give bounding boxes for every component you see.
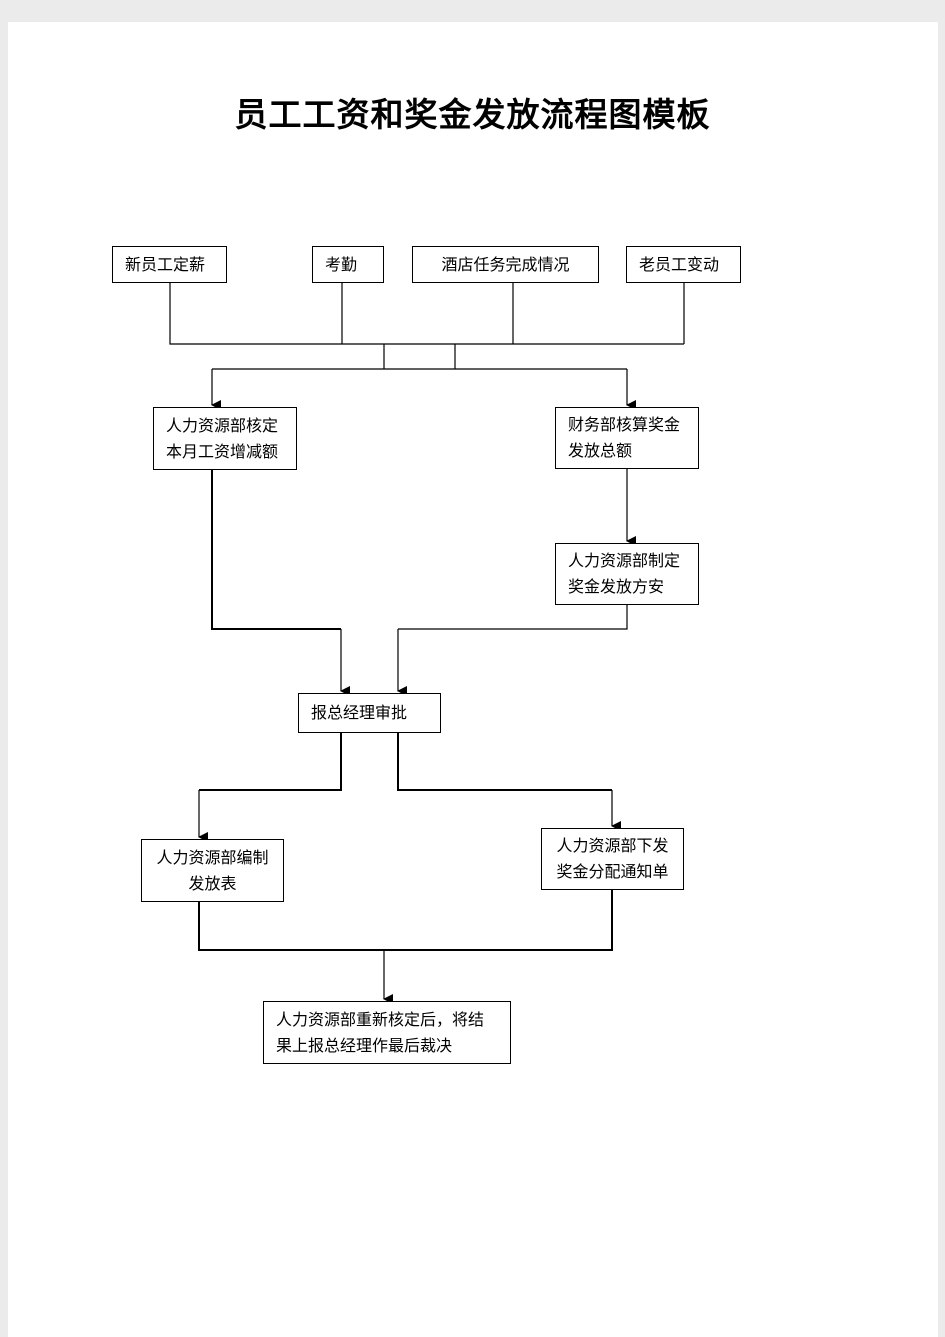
- hotel-tasks-box: 酒店任务完成情况: [412, 246, 599, 283]
- attendance-box: 考勤: [312, 246, 384, 283]
- old-staff-change-box: 老员工变动: [626, 246, 741, 283]
- gm-approval-box: 报总经理审批: [298, 693, 441, 733]
- hr-bonus-notice-box: 人力资源部下发奖金分配通知单: [541, 828, 684, 890]
- finance-calc-bonus-box: 财务部核算奖金发放总额: [555, 407, 699, 469]
- final-decision-box: 人力资源部重新核定后，将结果上报总经理作最后裁决: [263, 1001, 511, 1064]
- hr-payroll-table-box: 人力资源部编制发放表: [141, 839, 284, 902]
- document-page: [8, 22, 938, 1337]
- hr-bonus-plan-box: 人力资源部制定奖金发放方安: [555, 543, 699, 605]
- new-staff-salary-box: 新员工定薪: [112, 246, 227, 283]
- hr-verify-salary-box: 人力资源部核定本月工资增减额: [153, 407, 297, 470]
- page-title: 员工工资和奖金发放流程图模板: [234, 95, 711, 134]
